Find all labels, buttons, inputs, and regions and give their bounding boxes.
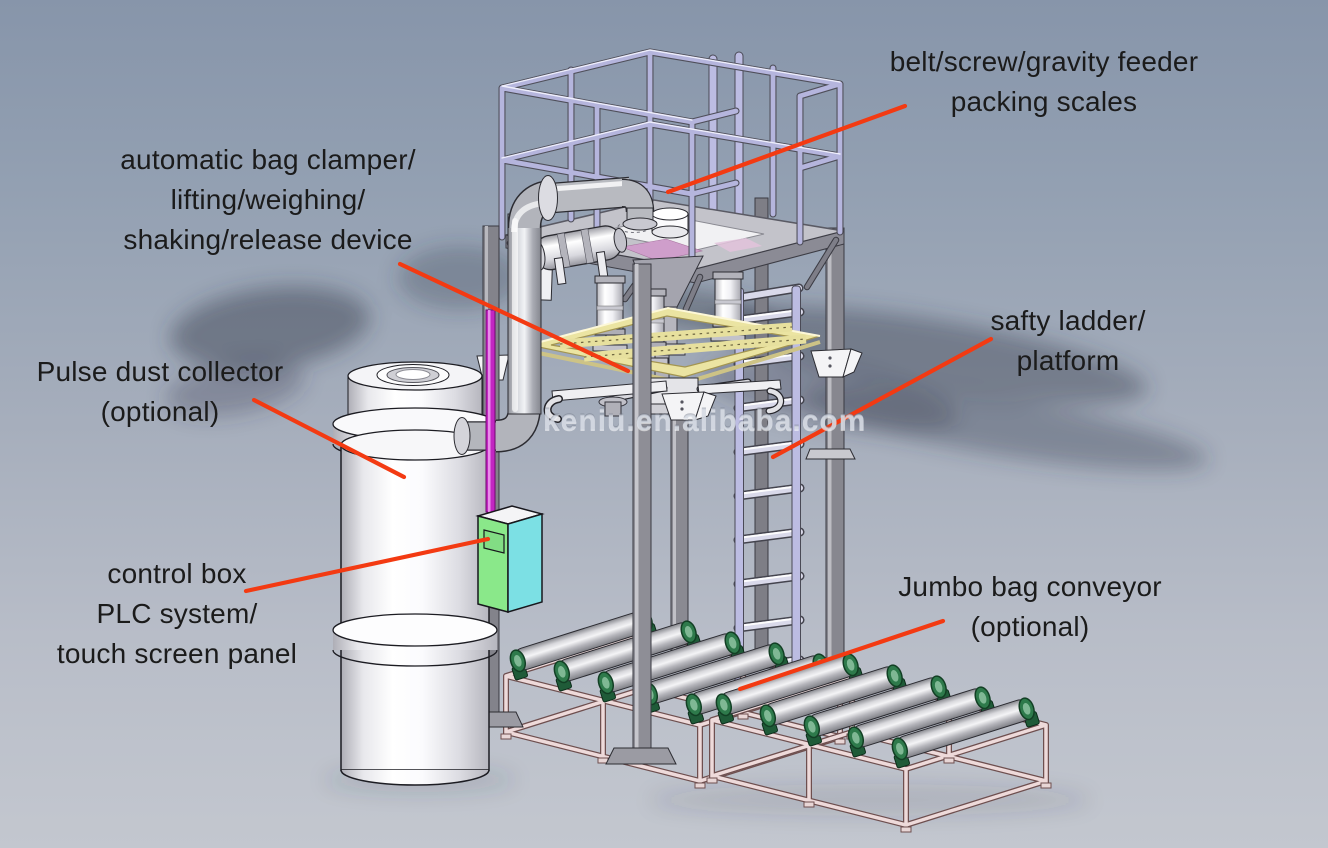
label-bag-clamper: automatic bag clamper/ lifting/weighing/… xyxy=(120,144,416,255)
leader-control-box xyxy=(243,536,491,594)
leader-safety-ladder xyxy=(770,336,994,460)
safety-railing xyxy=(498,48,844,274)
label-feeder-scales: belt/screw/gravity feeder packing scales xyxy=(889,46,1199,117)
cable-duct xyxy=(485,309,496,513)
label-safety-ladder: safty ladder/ platform xyxy=(990,305,1146,376)
label-control-box: control box PLC system/ touch screen pan… xyxy=(56,558,298,669)
watermark: keniu.en.alibaba.com xyxy=(543,404,867,437)
leader-lines xyxy=(243,103,994,692)
leader-jumbo-conveyor xyxy=(737,618,946,692)
leader-bag-clamper xyxy=(397,261,631,374)
label-dust-collector: Pulse dust collector (optional) xyxy=(36,356,284,427)
label-jumbo-conveyor: Jumbo bag conveyor (optional) xyxy=(898,571,1162,642)
leader-feeder-scales xyxy=(665,103,908,195)
pulse-dust-collector-graphic xyxy=(332,361,498,786)
rear-columns xyxy=(670,197,856,703)
control-box-graphic xyxy=(475,505,545,614)
leader-dust-collector xyxy=(251,397,407,480)
